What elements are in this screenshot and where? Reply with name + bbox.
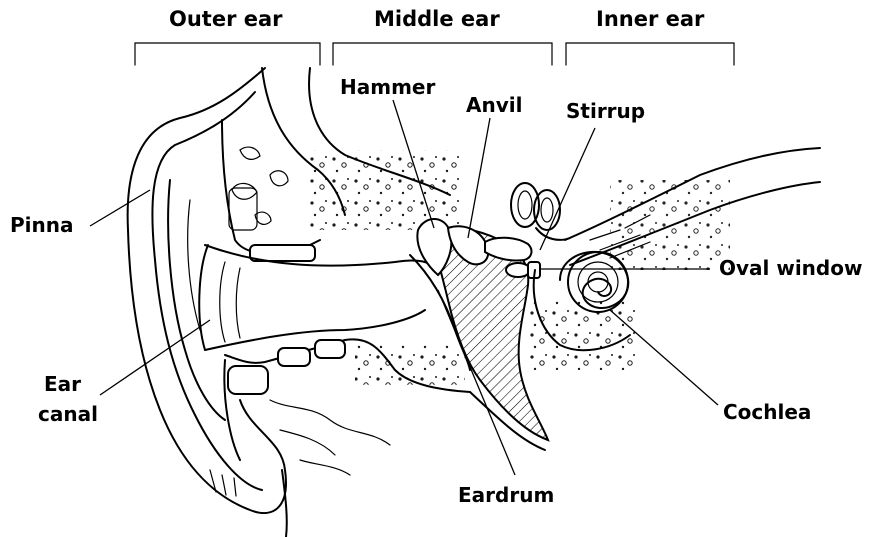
semicircular-canals	[511, 183, 570, 240]
hammer-label: Hammer	[340, 76, 435, 98]
ear-canal-shape	[199, 245, 438, 350]
anvil-leader	[468, 118, 490, 238]
ear-canal-label-line1: Ear	[44, 373, 81, 395]
stirrup-leader	[540, 128, 595, 250]
pinna-leader	[90, 190, 150, 226]
oval-window-label: Oval window	[719, 257, 862, 279]
outer-ear-bracket	[135, 43, 320, 65]
inner-ear-bracket	[566, 43, 734, 65]
middle-ear-heading: Middle ear	[374, 8, 500, 31]
anvil-label: Anvil	[466, 94, 522, 116]
cochlea-label: Cochlea	[723, 401, 811, 423]
pinna-shape	[128, 68, 287, 537]
ear-canal-label-line2: canal	[38, 403, 98, 425]
outer-ear-heading: Outer ear	[169, 8, 283, 31]
eardrum-label: Eardrum	[458, 484, 554, 506]
temporal-bone-lower	[224, 339, 470, 475]
pinna-label: Pinna	[10, 214, 74, 236]
inner-ear-heading: Inner ear	[596, 8, 704, 31]
ear-canal-leader	[100, 320, 210, 395]
stirrup-label: Stirrup	[566, 100, 645, 122]
middle-ear-bracket	[333, 43, 552, 65]
